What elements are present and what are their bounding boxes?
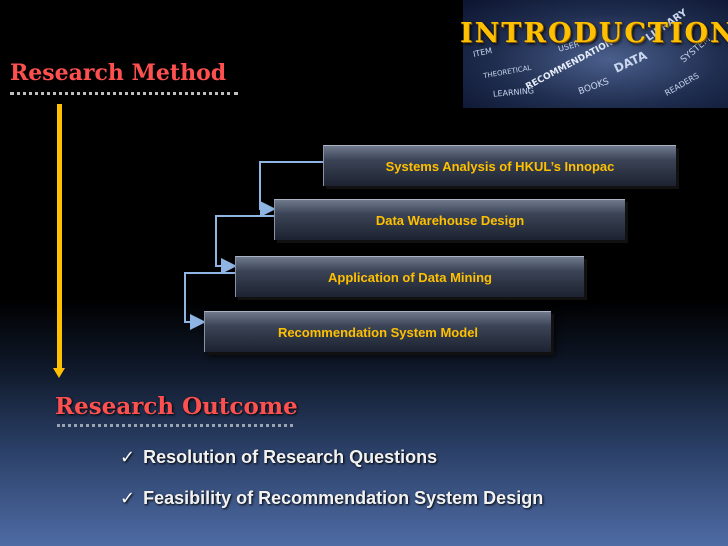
word-cloud-word: BOOKS	[577, 76, 611, 98]
step-label: Application of Data Mining	[328, 269, 492, 285]
outcome-item-label: Feasibility of Recommendation System Des…	[143, 488, 544, 508]
outcome-item: ✓ Resolution of Research Questions	[120, 447, 437, 468]
flow-arrow-shaft	[57, 104, 62, 370]
step-label: Data Warehouse Design	[375, 212, 525, 228]
step-box-data-mining: Application of Data Mining	[235, 256, 584, 297]
arrow-down-icon	[53, 368, 65, 378]
outcome-item-label: Resolution of Research Questions	[143, 447, 438, 467]
word-cloud-word: THEORETICAL	[482, 63, 533, 81]
step-label: Recommendation System Model	[277, 324, 479, 340]
research-method-underline	[10, 92, 238, 95]
step-label: Systems Analysis of HKUL’s Innopac	[385, 158, 615, 174]
research-method-heading: Research Method	[10, 60, 227, 86]
slide-title: INTRODUCTION	[460, 18, 728, 49]
outcome-item: ✓ Feasibility of Recommendation System De…	[120, 488, 543, 509]
research-outcome-underline	[57, 424, 293, 427]
step-box-recommendation-model: Recommendation System Model	[204, 311, 551, 352]
research-outcome-heading: Research Outcome	[55, 393, 298, 420]
word-cloud-word: READERS	[663, 71, 701, 98]
word-cloud-word: DATA	[611, 48, 650, 76]
check-icon: ✓	[120, 488, 136, 509]
step-box-data-warehouse: Data Warehouse Design	[274, 199, 625, 240]
step-box-systems-analysis: Systems Analysis of HKUL’s Innopac	[323, 145, 676, 186]
word-cloud-word: LEARNING	[492, 86, 535, 99]
check-icon: ✓	[120, 447, 136, 468]
word-cloud-image: RECOMMENDATION THEORETICAL LIBRARY BOOKS…	[463, 0, 728, 108]
